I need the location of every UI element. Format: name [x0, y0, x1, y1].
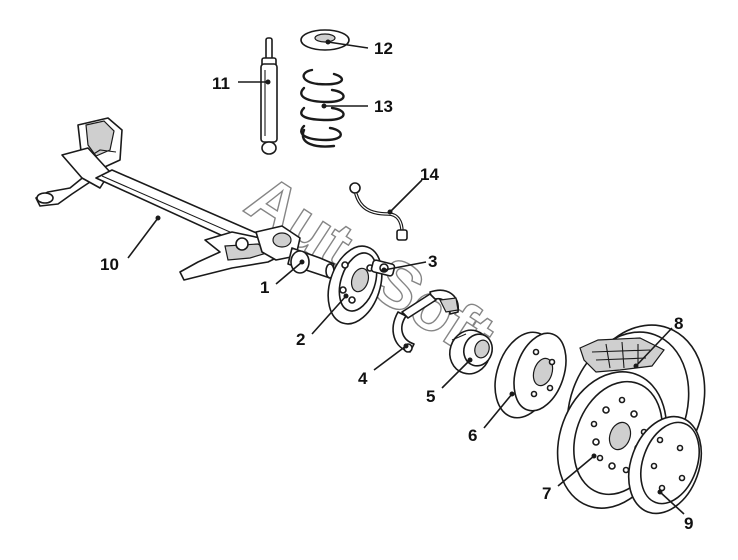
- callout-label-2: 2: [296, 330, 305, 349]
- brake-backing-plate: [327, 245, 383, 325]
- callout-label-4: 4: [358, 369, 368, 388]
- brake-hose: [349, 182, 408, 241]
- callout-3: 3: [381, 252, 437, 273]
- callout-6: 6: [468, 391, 515, 445]
- callout-label-7: 7: [542, 484, 551, 503]
- callout-1: 1: [260, 259, 305, 297]
- callout-5: 5: [426, 357, 473, 406]
- shock-absorber: [260, 37, 278, 155]
- callout-label-13: 13: [374, 97, 393, 116]
- callout-8: 8: [633, 314, 683, 369]
- callout-label-5: 5: [426, 387, 435, 406]
- hub-cap: [627, 415, 703, 515]
- callout-7: 7: [542, 453, 597, 503]
- callout-label-9: 9: [684, 514, 693, 533]
- callout-13: 13: [321, 97, 393, 116]
- coil-spring: [300, 68, 345, 148]
- callout-2: 2: [296, 293, 349, 349]
- callout-9: 9: [657, 489, 693, 533]
- callout-label-14: 14: [420, 165, 439, 184]
- callout-label-3: 3: [428, 252, 437, 271]
- callout-label-8: 8: [674, 314, 683, 333]
- callout-label-6: 6: [468, 426, 477, 445]
- rear-axle-beam: [35, 117, 301, 281]
- callout-4: 4: [358, 343, 409, 388]
- callout-12: 12: [325, 39, 393, 58]
- callout-label-10: 10: [100, 255, 119, 274]
- callout-label-11: 11: [212, 74, 230, 93]
- callout-label-12: 12: [374, 39, 393, 58]
- callout-14: 14: [387, 165, 439, 215]
- callout-10: 10: [100, 215, 161, 274]
- brake-shoes: [392, 289, 459, 353]
- callout-11: 11: [212, 74, 271, 93]
- callout-label-1: 1: [260, 278, 269, 297]
- spring-seat: [300, 29, 350, 51]
